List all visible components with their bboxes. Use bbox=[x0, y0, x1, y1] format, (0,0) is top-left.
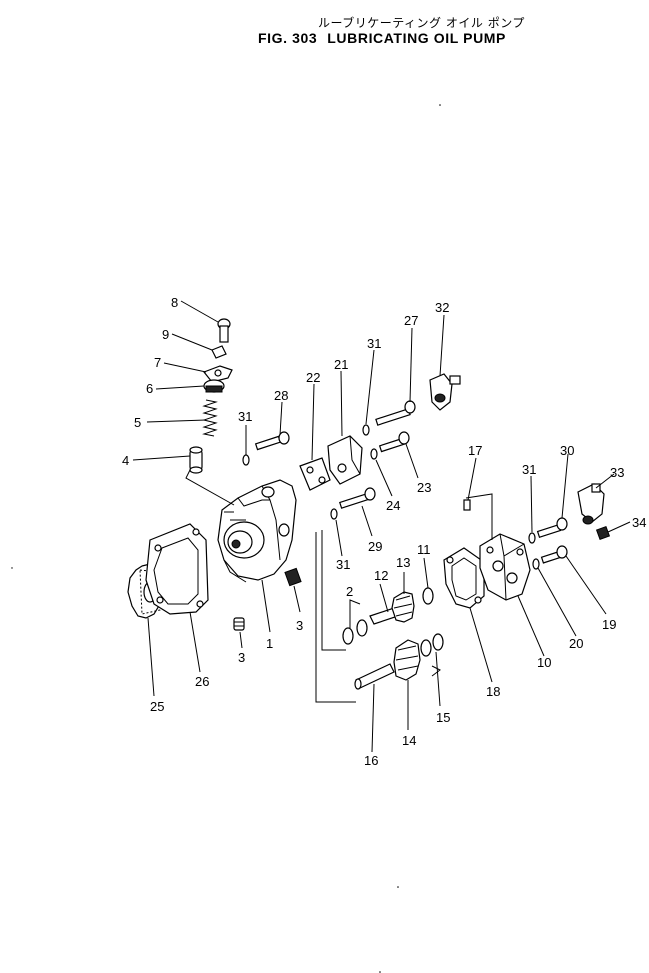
callout-numbers: 8 9 7 6 5 4 31 28 22 21 31 27 32 23 24 2… bbox=[122, 295, 646, 768]
elbow-33 bbox=[577, 483, 605, 525]
callout-31-mid: 31 bbox=[336, 557, 350, 572]
bushing-11 bbox=[422, 587, 434, 605]
callout-1: 1 bbox=[266, 636, 273, 651]
callout-30: 30 bbox=[560, 443, 574, 458]
gear-14 bbox=[393, 639, 421, 681]
bolt-8 bbox=[217, 318, 231, 343]
callout-22: 22 bbox=[306, 370, 320, 385]
callout-10: 10 bbox=[537, 655, 551, 670]
callout-14: 14 bbox=[402, 733, 416, 748]
callout-12: 12 bbox=[374, 568, 388, 583]
callout-15: 15 bbox=[436, 710, 450, 725]
valve-4 bbox=[189, 446, 203, 474]
elbow-32 bbox=[429, 373, 461, 411]
dowel-pin-17 bbox=[463, 499, 471, 511]
washer-31-left bbox=[242, 454, 250, 466]
washer-31-right bbox=[528, 532, 536, 544]
callout-19: 19 bbox=[602, 617, 616, 632]
bolt-19 bbox=[540, 545, 568, 564]
bolt-27 bbox=[375, 400, 416, 426]
callout-17: 17 bbox=[468, 443, 482, 458]
callout-34: 34 bbox=[632, 515, 646, 530]
callout-31-left: 31 bbox=[238, 409, 252, 424]
callout-16: 16 bbox=[364, 753, 378, 768]
spring-5 bbox=[202, 399, 218, 437]
washer-20 bbox=[532, 558, 540, 570]
gasket-22 bbox=[299, 457, 331, 491]
bolt-23 bbox=[378, 431, 410, 453]
callout-21: 21 bbox=[334, 357, 348, 372]
callout-23: 23 bbox=[417, 480, 431, 495]
callout-29: 29 bbox=[368, 539, 382, 554]
plug-6 bbox=[203, 379, 225, 393]
plug-34 bbox=[595, 525, 611, 541]
callout-8: 8 bbox=[171, 295, 178, 310]
callout-9: 9 bbox=[162, 327, 169, 342]
diagram-title: FIG. 303 LUBRICATING OIL PUMP bbox=[258, 30, 516, 46]
gasket-18 bbox=[443, 547, 485, 609]
callout-24: 24 bbox=[386, 498, 400, 513]
callout-5: 5 bbox=[134, 415, 141, 430]
callout-26: 26 bbox=[195, 674, 209, 689]
callout-32: 32 bbox=[435, 300, 449, 315]
figure-title: LUBRICATING OIL PUMP bbox=[327, 30, 506, 46]
callout-11: 11 bbox=[417, 542, 431, 557]
gasket-26 bbox=[145, 523, 209, 615]
callout-3-left: 3 bbox=[238, 650, 245, 665]
figure-number: FIG. 303 bbox=[258, 30, 318, 46]
bolt-30 bbox=[536, 517, 568, 539]
washer-24 bbox=[370, 448, 378, 460]
diagram-title-japanese: ルーブリケーティング オイル ポンプ bbox=[318, 16, 525, 30]
callout-13: 13 bbox=[396, 555, 410, 570]
bolt-29 bbox=[339, 487, 376, 509]
bolt-28 bbox=[254, 431, 290, 451]
gear-13 bbox=[391, 591, 415, 623]
cover-21 bbox=[327, 435, 363, 485]
bushing-15 bbox=[420, 633, 444, 657]
lock-plate-7 bbox=[203, 365, 233, 383]
callout-18: 18 bbox=[486, 684, 500, 699]
callout-33: 33 bbox=[610, 465, 624, 480]
callout-2: 2 bbox=[346, 584, 353, 599]
callout-6: 6 bbox=[146, 381, 153, 396]
washer-9 bbox=[211, 345, 227, 359]
callout-20: 20 bbox=[569, 636, 583, 651]
washer-31-mid bbox=[330, 508, 338, 520]
callout-25: 25 bbox=[150, 699, 164, 714]
callout-31-right: 31 bbox=[522, 462, 536, 477]
pump-body bbox=[217, 479, 297, 583]
plug-3-right bbox=[284, 567, 302, 587]
callout-7: 7 bbox=[154, 355, 161, 370]
washer-31-upper bbox=[362, 424, 370, 436]
shaft-16 bbox=[354, 663, 395, 690]
pump-cover-10 bbox=[479, 533, 531, 601]
callout-4: 4 bbox=[122, 453, 129, 468]
plug-3-left bbox=[233, 617, 245, 631]
bushing-2 bbox=[342, 619, 368, 645]
leader-lines bbox=[132, 300, 631, 753]
callout-3-right: 3 bbox=[296, 618, 303, 633]
callout-27: 27 bbox=[404, 313, 418, 328]
callout-28: 28 bbox=[274, 388, 288, 403]
scan-specks bbox=[11, 104, 441, 973]
callout-31-upper: 31 bbox=[367, 336, 381, 351]
